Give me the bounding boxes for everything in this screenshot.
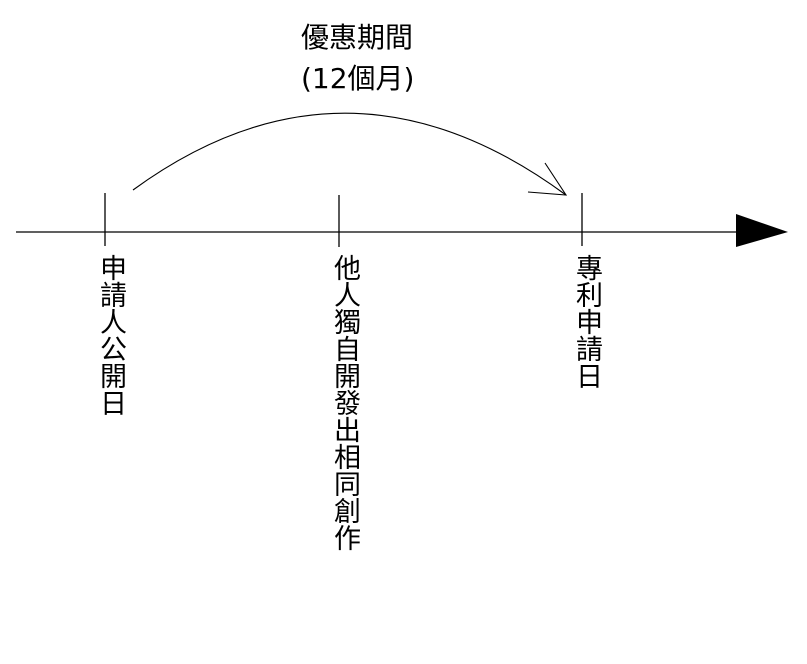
grace-period-title: 優惠期間 [301, 21, 414, 54]
grace-period-arc-arrowhead [527, 162, 568, 196]
grace-period-duration: (12個月) [301, 62, 415, 95]
timeline-arrowhead [736, 214, 788, 247]
grace-period-arc [132, 112, 567, 196]
label-patent-filing-date: 專利申請日 [571, 254, 602, 389]
label-applicant-disclosure-date: 申請人公開日 [95, 254, 126, 416]
label-independent-same-creation: 他人獨自開發出相同創作 [329, 254, 360, 551]
